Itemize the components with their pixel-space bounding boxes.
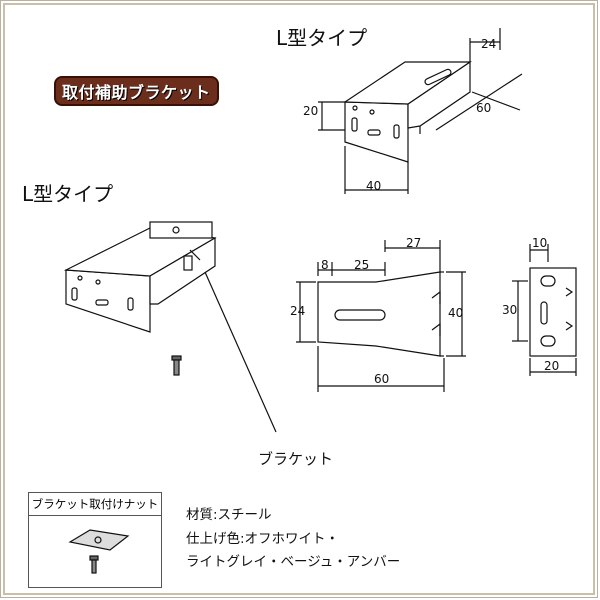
dim-side-25: 25: [354, 258, 370, 272]
side-profile-drawing: [296, 240, 466, 392]
left-bracket-drawing: [63, 221, 277, 433]
dim-front-30: 30: [502, 303, 518, 317]
title-left: L型タイプ: [22, 182, 114, 206]
dim-side-60: 60: [374, 372, 390, 386]
title-top: L型タイプ: [276, 26, 368, 50]
dim-side-8: 8: [321, 258, 329, 272]
spec-colors: ライトグレイ・ベージュ・アンバー: [186, 554, 401, 570]
front-view-drawing: [512, 244, 577, 376]
dim-side-27: 27: [406, 236, 422, 250]
top-bracket-drawing: [318, 28, 523, 194]
dim-side-40: 40: [448, 306, 464, 320]
dim-top-40: 40: [366, 179, 382, 193]
product-badge: 取付補助ブラケット: [56, 78, 217, 104]
dim-front-20: 20: [544, 359, 560, 373]
bracket-caption: ブラケット: [258, 450, 334, 468]
dim-top-20: 20: [303, 104, 319, 118]
nut-drawing: [68, 529, 130, 574]
dim-side-24: 24: [290, 304, 306, 318]
dim-front-10: 10: [532, 236, 548, 250]
dim-top-60: 60: [476, 101, 492, 115]
frame-inner-border: [3, 3, 595, 595]
nut-label: ブラケット取付けナット: [29, 493, 161, 516]
spec-material: 材質:スチール: [186, 507, 272, 523]
nut-box: ブラケット取付けナット: [28, 492, 162, 588]
spec-finish: 仕上げ色:オフホワイト・: [186, 531, 340, 547]
dim-top-24: 24: [481, 37, 497, 51]
